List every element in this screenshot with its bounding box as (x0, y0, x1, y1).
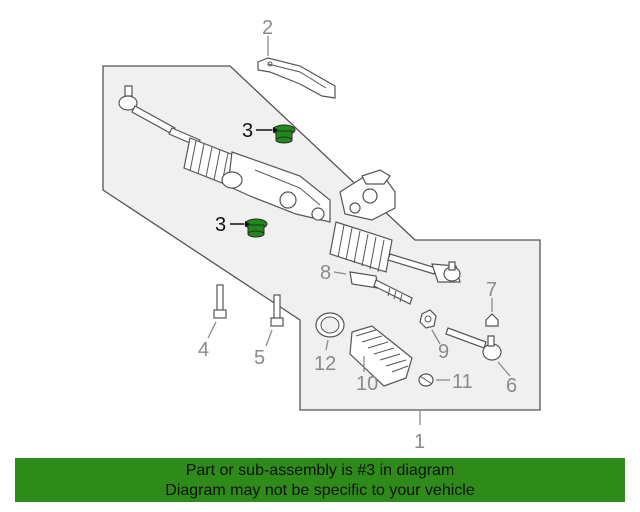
callout-2: 2 (262, 17, 273, 39)
steering-rack-assembly (118, 85, 461, 283)
callout-7: 7 (486, 279, 497, 301)
callout-3b: 3 (215, 214, 226, 236)
leader-5 (265, 329, 273, 347)
callout-5: 5 (254, 347, 265, 369)
part-12-clamp (315, 312, 345, 338)
leader-6 (497, 361, 511, 377)
banner-line-1: Part or sub-assembly is #3 in diagram (185, 462, 455, 479)
arrow-3a (273, 127, 278, 133)
callout-12: 12 (314, 353, 336, 375)
banner-line-2: Diagram may not be specific to your vehi… (165, 482, 475, 499)
part-10-boot (349, 325, 413, 387)
part-2-bracket (257, 57, 336, 99)
arrow-3b (245, 221, 250, 227)
callout-10: 10 (356, 373, 378, 395)
leader-9 (431, 329, 441, 345)
callout-9: 9 (438, 341, 449, 363)
callout-1: 1 (414, 431, 425, 453)
part-7-nut (485, 313, 499, 327)
leader-4 (207, 321, 217, 339)
callout-4: 4 (198, 339, 209, 361)
part-3-bushing-lower (244, 218, 268, 238)
callout-6: 6 (506, 375, 517, 397)
callout-8: 8 (320, 262, 331, 284)
callout-3a: 3 (242, 120, 253, 142)
leader-12 (325, 339, 329, 351)
parts-diagram: 2 3 3 8 7 4 5 9 12 10 11 6 1 (102, 17, 541, 453)
part-8-inner-tie-rod (349, 271, 413, 305)
part-3-bushing-upper (272, 124, 296, 144)
info-banner: Part or sub-assembly is #3 in diagram Di… (15, 458, 625, 502)
part-6-tie-rod-end (445, 327, 502, 361)
leader-8 (333, 271, 347, 275)
part-11-clamp (418, 373, 434, 387)
part-9-nut (419, 309, 437, 329)
callout-11: 11 (452, 371, 473, 393)
part-5-bolt (270, 294, 284, 327)
part-4-bolt (213, 284, 227, 319)
